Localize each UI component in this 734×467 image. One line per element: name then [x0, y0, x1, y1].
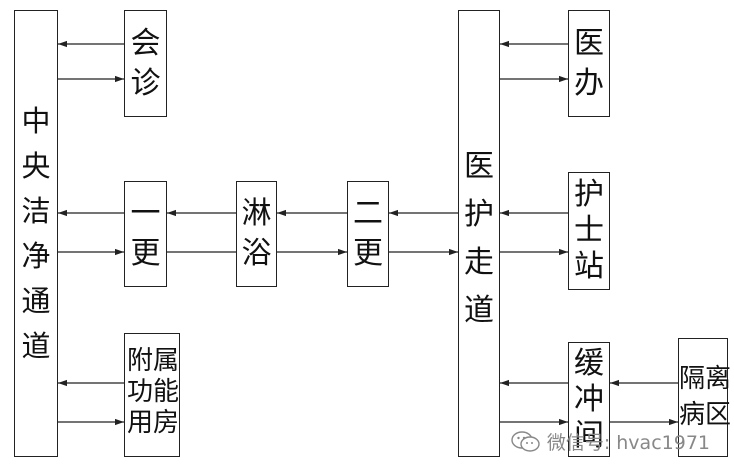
- nurse-station-char: 士: [574, 213, 604, 248]
- central-corridor-char: 净: [21, 239, 51, 273]
- first-change-label: 一 更: [125, 192, 166, 276]
- doctor-office-box: 医 办: [568, 10, 610, 117]
- shower-char: 淋: [241, 196, 272, 231]
- shower-box: 淋 浴: [236, 181, 277, 287]
- doctor-office-char: 医: [574, 25, 604, 61]
- ancillary-rooms-box: 附 属 功 能 用 房: [124, 333, 180, 457]
- second-change-char: 二: [353, 196, 383, 231]
- consultation-box: 会 诊: [124, 10, 167, 117]
- medical-corridor-box: 医 护 走 道: [458, 10, 500, 457]
- medical-corridor-label: 医 护 走 道: [459, 143, 499, 335]
- buffer-room-label: 缓 冲 间: [569, 343, 609, 456]
- first-change-box: 一 更: [124, 181, 167, 287]
- shower-char: 浴: [241, 236, 272, 271]
- nurse-station-box: 护 士 站: [568, 172, 610, 290]
- doctor-office-char: 办: [574, 65, 604, 101]
- isolation-ward-label: 隔 离 病 区: [679, 361, 731, 433]
- medical-corridor-char: 医: [464, 149, 494, 184]
- shower-label: 淋 浴: [237, 192, 276, 276]
- medical-corridor-char: 道: [464, 293, 494, 328]
- isolation-ward-char: 病: [679, 400, 706, 430]
- second-change-box: 二 更: [347, 181, 389, 287]
- nurse-station-char: 站: [574, 249, 604, 284]
- first-change-char: 一: [130, 196, 161, 231]
- consultation-char: 诊: [130, 65, 161, 101]
- buffer-room-char: 缓: [574, 345, 604, 381]
- buffer-room-char: 冲: [574, 381, 604, 417]
- central-corridor-box: 中 央 洁 净 通 道: [14, 10, 58, 457]
- central-corridor-char: 通: [21, 284, 51, 318]
- second-change-label: 二 更: [348, 192, 388, 276]
- ancillary-rooms-char: 能: [153, 377, 180, 407]
- ancillary-rooms-char: 附: [127, 346, 154, 376]
- consultation-label: 会 诊: [125, 21, 166, 106]
- central-corridor-char: 央: [21, 149, 51, 183]
- wechat-icon: [511, 430, 540, 452]
- ancillary-rooms-char: 用: [127, 408, 154, 438]
- nurse-station-char: 护: [574, 177, 604, 212]
- isolation-ward-char: 隔: [679, 364, 706, 394]
- central-corridor-char: 道: [21, 329, 51, 363]
- buffer-room-char: 间: [574, 417, 604, 453]
- ancillary-rooms-char: 功: [127, 377, 154, 407]
- central-corridor-label: 中 央 洁 净 通 道: [15, 99, 57, 369]
- watermark-text: 微信号: hvac1971: [546, 432, 710, 454]
- second-change-char: 更: [353, 236, 383, 271]
- ancillary-rooms-char: 房: [153, 408, 180, 438]
- first-change-char: 更: [130, 236, 161, 271]
- watermark: 微信号: hvac1971: [511, 428, 710, 455]
- isolation-ward-char: 离: [705, 364, 732, 394]
- consultation-char: 会: [130, 25, 161, 61]
- medical-corridor-char: 护: [464, 197, 494, 232]
- doctor-office-label: 医 办: [569, 21, 609, 106]
- buffer-room-box: 缓 冲 间: [568, 342, 610, 457]
- central-corridor-char: 中: [21, 104, 51, 138]
- ancillary-rooms-label: 附 属 功 能 用 房: [127, 346, 180, 439]
- central-corridor-char: 洁: [21, 194, 51, 228]
- medical-corridor-char: 走: [464, 245, 494, 280]
- isolation-ward-box: 隔 离 病 区: [678, 338, 731, 457]
- nurse-station-label: 护 士 站: [569, 173, 609, 289]
- isolation-ward-char: 区: [705, 400, 732, 430]
- ancillary-rooms-char: 属: [153, 346, 180, 376]
